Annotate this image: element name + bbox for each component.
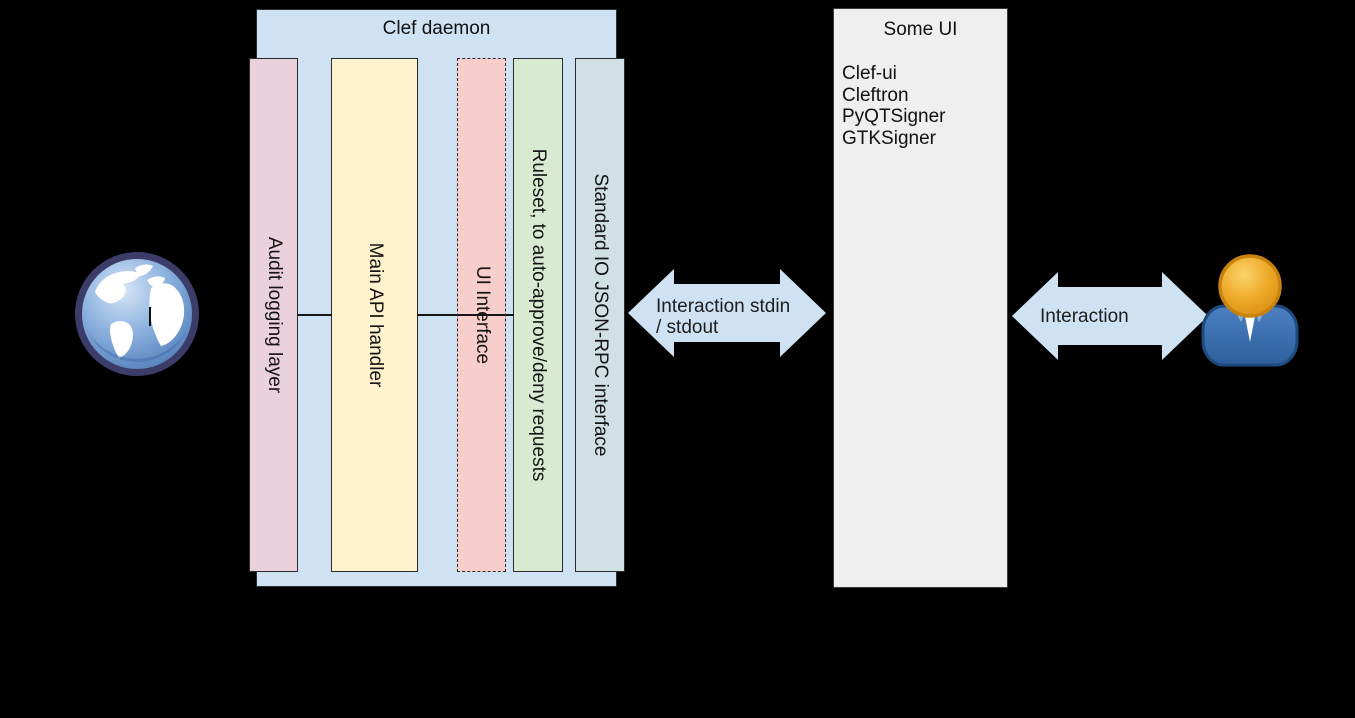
- ruleset-bar: Ruleset, to auto-approve/deny requests: [513, 58, 563, 572]
- interaction-arrow-icon: [1012, 272, 1208, 360]
- stdio-jsonrpc-label: Standard IO JSON-RPC interface: [590, 173, 611, 457]
- some-ui-item: PyQTSigner: [842, 106, 946, 127]
- interaction-arrow-label: Interaction: [1040, 306, 1129, 327]
- some-ui-item: Cleftron: [842, 84, 909, 106]
- audit-logging-label: Audit logging layer: [263, 236, 285, 394]
- ruleset-label: Ruleset, to auto-approve/deny requests: [528, 148, 549, 482]
- main-api-handler-bar: Main API handler: [331, 58, 418, 572]
- stdio-jsonrpc-bar: Standard IO JSON-RPC interface: [575, 58, 625, 572]
- stdin-stdout-arrow-icon: [628, 269, 826, 357]
- stdin-stdout-arrow-label: Interaction stdin / stdout: [656, 296, 790, 338]
- globe-icon: [75, 252, 199, 376]
- some-ui-title: Some UI: [883, 19, 958, 40]
- some-ui-list: Clef-ui Cleftron PyQTSigner GTKSigner: [842, 63, 945, 149]
- clef-daemon-title: Clef daemon: [382, 18, 491, 39]
- audit-logging-bar: Audit logging layer: [249, 58, 298, 572]
- some-ui-item: Clef-ui: [842, 63, 897, 84]
- main-api-handler-label: Main API handler: [364, 242, 386, 388]
- globe-connector-stub: [149, 307, 151, 326]
- some-ui-item: GTKSigner: [842, 127, 936, 149]
- user-icon: [1201, 254, 1299, 367]
- some-ui-box: [833, 8, 1008, 588]
- stdin-stdout-line2: / stdout: [656, 317, 719, 338]
- connector-api-ruleset: [417, 314, 514, 316]
- stdin-stdout-line1: Interaction stdin: [656, 296, 791, 317]
- connector-audit-api: [297, 314, 332, 316]
